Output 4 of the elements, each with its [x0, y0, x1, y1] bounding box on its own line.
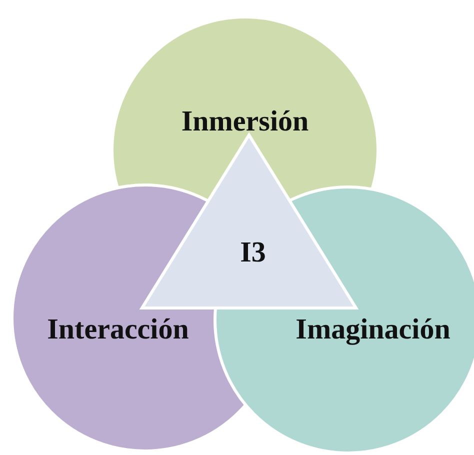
node-label: I3	[240, 236, 266, 270]
node-label: Inmersión	[181, 106, 309, 138]
node-label: Interacción	[47, 314, 189, 346]
node-label: Imaginación	[296, 314, 450, 346]
